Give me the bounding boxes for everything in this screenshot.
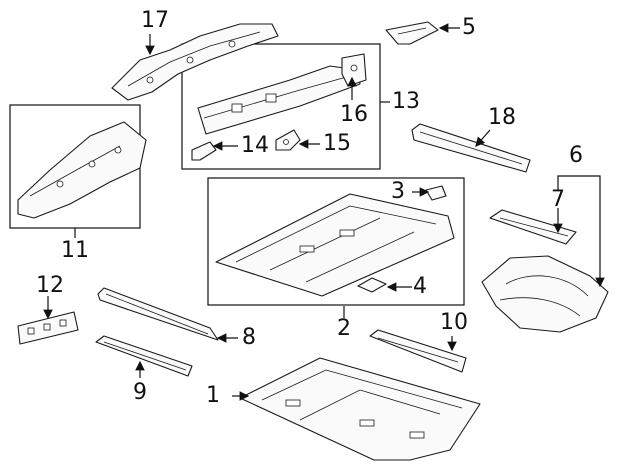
part-13-crossmember	[197, 65, 361, 135]
part-16-bracket	[341, 53, 367, 87]
part-8-sill	[97, 287, 219, 341]
callout-10: 10	[440, 310, 468, 335]
callout-4: 4	[413, 274, 427, 299]
part-15-clip	[275, 129, 301, 151]
part-5-bracket	[385, 21, 439, 45]
part-10-channel	[369, 329, 467, 373]
callout-15: 15	[323, 131, 351, 156]
callout-11: 11	[61, 238, 89, 263]
callout-9: 9	[133, 380, 147, 405]
group-box-2	[207, 177, 465, 306]
part-7-panel	[489, 209, 577, 245]
part-3-bracket	[425, 185, 447, 201]
group-box-13	[181, 43, 381, 170]
part-14-clip	[191, 141, 217, 161]
leader-lines	[43, 23, 605, 401]
part-18-bar	[411, 123, 531, 173]
callout-3: 3	[391, 179, 405, 204]
part-12-bracket	[17, 311, 79, 345]
part-9-sill-lower	[95, 335, 193, 377]
callout-17: 17	[141, 8, 169, 33]
callout-18: 18	[488, 105, 516, 130]
callout-13: 13	[392, 89, 420, 114]
part-11-rail-assembly	[17, 121, 147, 219]
callout-7: 7	[551, 187, 565, 212]
part-4-plate	[357, 277, 387, 293]
callout-6: 6	[569, 143, 583, 168]
callout-12: 12	[36, 273, 64, 298]
part-1-main-floor	[239, 357, 481, 461]
callout-1: 1	[206, 383, 220, 408]
part-17-rail	[111, 23, 279, 101]
callout-5: 5	[462, 15, 476, 40]
callout-14: 14	[241, 133, 269, 158]
part-6-wheelhouse	[481, 255, 609, 333]
part-2-floor-pan	[215, 193, 455, 297]
callout-16: 16	[340, 102, 368, 127]
callout-2: 2	[337, 316, 351, 341]
callout-8: 8	[242, 325, 256, 350]
